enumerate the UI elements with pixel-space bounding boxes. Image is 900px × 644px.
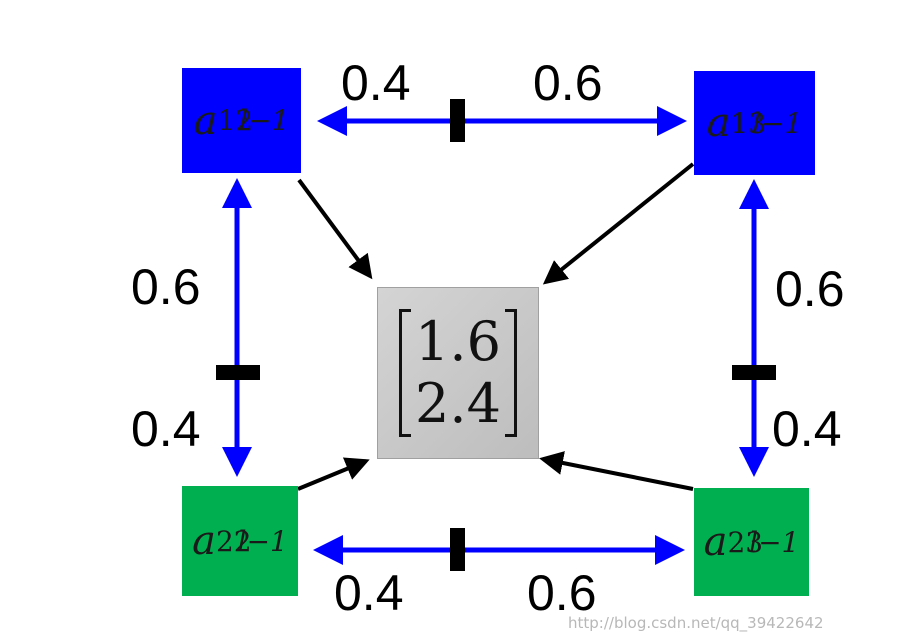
matrix-value-bottom: 2.4 <box>415 372 501 435</box>
weight-left-upper: 0.6 <box>131 259 201 315</box>
weight-top-right: 0.6 <box>533 55 603 111</box>
divider-bottom <box>450 528 465 571</box>
arrow-a12-to-center <box>297 178 373 280</box>
result-matrix: 1.6 2.4 <box>378 288 538 458</box>
matrix-left-bracket <box>399 309 412 437</box>
weight-left-lower: 0.4 <box>131 401 201 457</box>
center-result-box: 1.6 2.4 <box>377 287 539 459</box>
weight-bottom-right: 0.6 <box>527 565 597 621</box>
arrow-a23-to-center <box>539 451 694 491</box>
weight-right-lower: 0.4 <box>772 401 842 457</box>
weight-top-left: 0.4 <box>341 55 411 111</box>
matrix-column: 1.6 2.4 <box>415 311 501 435</box>
arrow-a22-to-center <box>297 457 370 491</box>
matrix-value-top: 1.6 <box>415 310 501 373</box>
matrix-right-bracket <box>504 309 517 437</box>
watermark: http://blog.csdn.net/qq_39422642 <box>568 614 824 632</box>
weight-right-upper: 0.6 <box>775 261 845 317</box>
weight-bottom-left: 0.4 <box>334 565 404 621</box>
arrow-a13-to-center <box>542 162 695 285</box>
divider-right <box>732 365 776 380</box>
divider-top <box>450 99 465 142</box>
divider-left <box>216 365 260 380</box>
